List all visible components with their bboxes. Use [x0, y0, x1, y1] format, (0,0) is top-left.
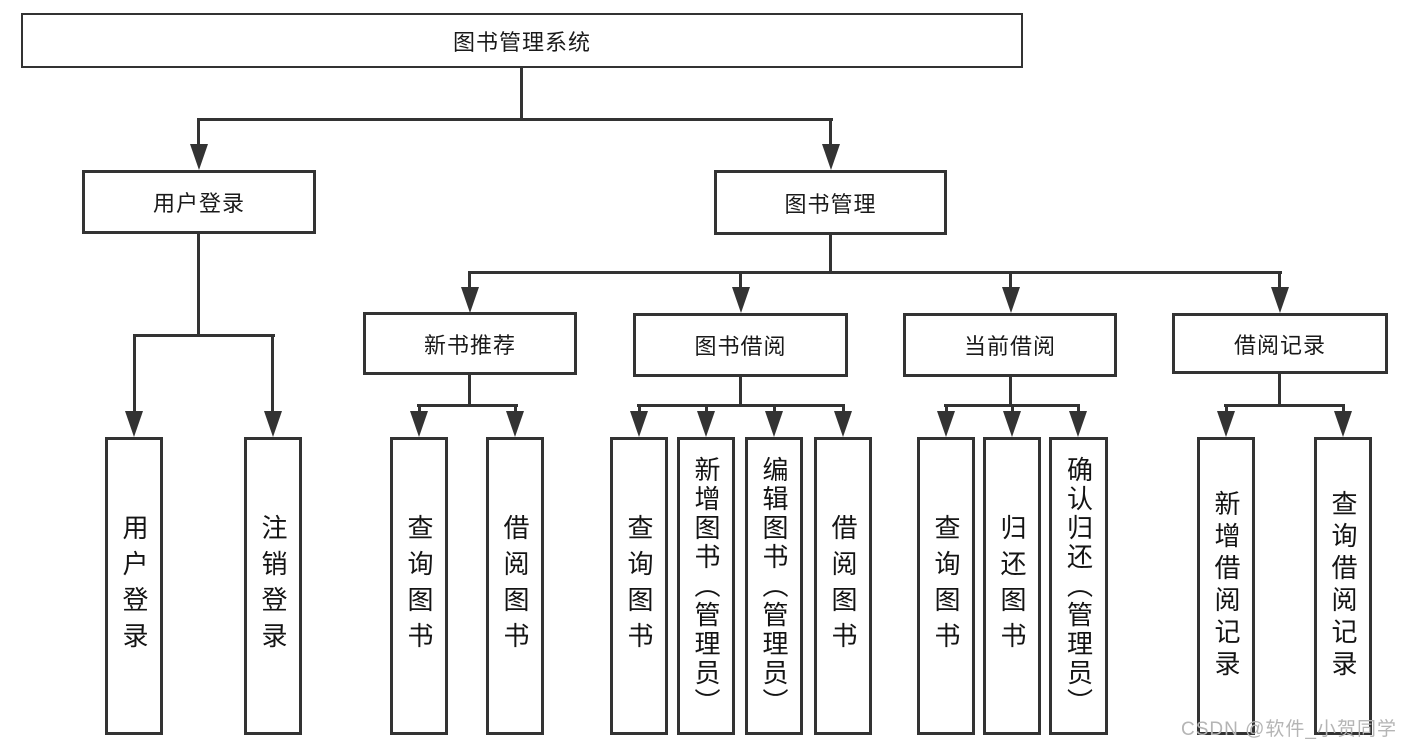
arrowhead-leaf-logout	[264, 411, 282, 437]
arrowhead-leaf-userlogin	[125, 411, 143, 437]
node-new-book-recommend-label: 新书推荐	[423, 332, 516, 358]
node-borrow-records-label: 借阅记录	[1233, 332, 1326, 358]
node-book-management-label: 图书管理	[784, 191, 877, 217]
leaf-borrow-borrow-books-label: 借阅图书	[828, 514, 858, 658]
connector-leaf-logout-drop	[271, 334, 274, 414]
connector-leaf-nb-query-drop	[418, 404, 421, 414]
connector-borrowrecords-stem	[1278, 373, 1281, 406]
arrowhead-leaf-cb-confirm	[1069, 411, 1087, 437]
arrowhead-currentborrow	[1002, 287, 1020, 313]
node-book-management: 图书管理	[714, 170, 947, 235]
leaf-borrow-add-books-admin: 新增图书（管理员）	[677, 437, 735, 735]
connector-leaf-bb-query-drop	[638, 404, 641, 414]
arrowhead-borrowrecords	[1271, 287, 1289, 313]
connector-borrowrecords-drop	[1278, 271, 1281, 289]
leaf-borrow-add-books-admin-label: 新增图书（管理员）	[691, 455, 721, 717]
connector-leaf-cb-confirm-drop	[1077, 404, 1080, 414]
leaf-records-query-record-label: 查询借阅记录	[1328, 490, 1358, 682]
node-book-borrow: 图书借阅	[633, 313, 848, 377]
node-user-login-label: 用户登录	[152, 191, 245, 216]
connector-newbook-crossbar	[417, 404, 518, 407]
leaf-newbook-query-books: 查询图书	[390, 437, 448, 735]
connector-leaf-cb-return-drop	[1011, 404, 1014, 414]
node-user-login: 用户登录	[82, 170, 316, 234]
leaf-logout-login-label: 注销登录	[258, 514, 288, 658]
node-current-borrow: 当前借阅	[903, 313, 1117, 377]
connector-leaf-bb-borrow-drop	[842, 404, 845, 414]
leaf-borrow-query-books: 查询图书	[610, 437, 668, 735]
arrowhead-leaf-bb-borrow	[834, 411, 852, 437]
node-new-book-recommend: 新书推荐	[363, 312, 577, 375]
node-current-borrow-label: 当前借阅	[963, 334, 1056, 359]
arrowhead-leaf-cb-return	[1003, 411, 1021, 437]
connector-leaf-bb-edit-drop	[773, 404, 776, 414]
connector-userlogin-crossbar	[133, 334, 275, 337]
leaf-current-confirm-return-admin: 确认归还（管理员）	[1049, 437, 1108, 735]
arrowhead-userlogin	[190, 144, 208, 170]
connector-bookborrow-crossbar	[637, 404, 845, 407]
connector-bookborrow-drop	[739, 271, 742, 289]
node-book-borrow-label: 图书借阅	[694, 334, 787, 359]
arrowhead-leaf-cb-query	[937, 411, 955, 437]
leaf-borrow-query-books-label: 查询图书	[624, 514, 654, 658]
leaf-current-confirm-return-admin-label: 确认归还（管理员）	[1063, 455, 1094, 717]
connector-borrowrecords-crossbar	[1224, 404, 1345, 407]
leaf-newbook-borrow-books: 借阅图书	[486, 437, 544, 735]
connector-bookborrow-stem	[739, 377, 742, 406]
connector-leaf-bb-add-drop	[705, 404, 708, 414]
leaf-records-add-record: 新增借阅记录	[1197, 437, 1255, 735]
connector-leaf-br-add-drop	[1225, 404, 1228, 414]
connector-currentborrow-stem	[1009, 377, 1012, 406]
connector-userlogin-stem	[197, 233, 200, 336]
leaf-logout-login: 注销登录	[244, 437, 302, 735]
leaf-current-return-books-label: 归还图书	[997, 514, 1027, 658]
connector-userlogin-drop	[197, 118, 200, 148]
arrowhead-bookborrow	[732, 287, 750, 313]
connector-leaf-br-query-drop	[1342, 404, 1345, 414]
connector-leaf-nb-borrow-drop	[514, 404, 517, 414]
leaf-borrow-edit-books-admin: 编辑图书（管理员）	[745, 437, 803, 735]
leaf-newbook-query-books-label: 查询图书	[404, 514, 434, 658]
leaf-records-query-record: 查询借阅记录	[1314, 437, 1372, 735]
connector-bookmgmt-stem	[829, 235, 832, 273]
leaf-user-login-label: 用户登录	[119, 514, 149, 658]
connector-level2-crossbar	[468, 271, 1282, 274]
leaf-records-add-record-label: 新增借阅记录	[1211, 490, 1241, 682]
leaf-current-query-books: 查询图书	[917, 437, 975, 735]
connector-newbook-stem	[468, 375, 471, 406]
node-borrow-records: 借阅记录	[1172, 313, 1388, 374]
arrowhead-leaf-bb-add	[697, 411, 715, 437]
arrowhead-newbook	[461, 287, 479, 313]
node-root-label: 图书管理系统	[452, 29, 591, 55]
connector-bookmgmt-drop	[829, 118, 832, 148]
connector-currentborrow-drop	[1009, 271, 1012, 289]
watermark: CSDN @软件_小贺同学	[1181, 719, 1397, 740]
arrowhead-leaf-bb-edit	[765, 411, 783, 437]
leaf-newbook-borrow-books-label: 借阅图书	[500, 514, 530, 658]
connector-root-stem	[520, 68, 523, 118]
arrowhead-leaf-nb-query	[410, 411, 428, 437]
arrowhead-leaf-br-add	[1217, 411, 1235, 437]
leaf-user-login: 用户登录	[105, 437, 163, 735]
leaf-borrow-borrow-books: 借阅图书	[814, 437, 872, 735]
connector-leaf-userlogin-drop	[133, 334, 136, 414]
arrowhead-leaf-nb-borrow	[506, 411, 524, 437]
leaf-borrow-edit-books-admin-label: 编辑图书（管理员）	[759, 455, 789, 717]
connector-leaf-cb-query-drop	[945, 404, 948, 414]
connector-root-crossbar	[197, 118, 833, 121]
leaf-current-query-books-label: 查询图书	[931, 514, 961, 658]
arrowhead-leaf-bb-query	[630, 411, 648, 437]
node-root: 图书管理系统	[21, 13, 1023, 68]
arrowhead-bookmgmt	[822, 144, 840, 170]
connector-newbook-drop	[468, 271, 471, 289]
leaf-current-return-books: 归还图书	[983, 437, 1041, 735]
arrowhead-leaf-br-query	[1334, 411, 1352, 437]
